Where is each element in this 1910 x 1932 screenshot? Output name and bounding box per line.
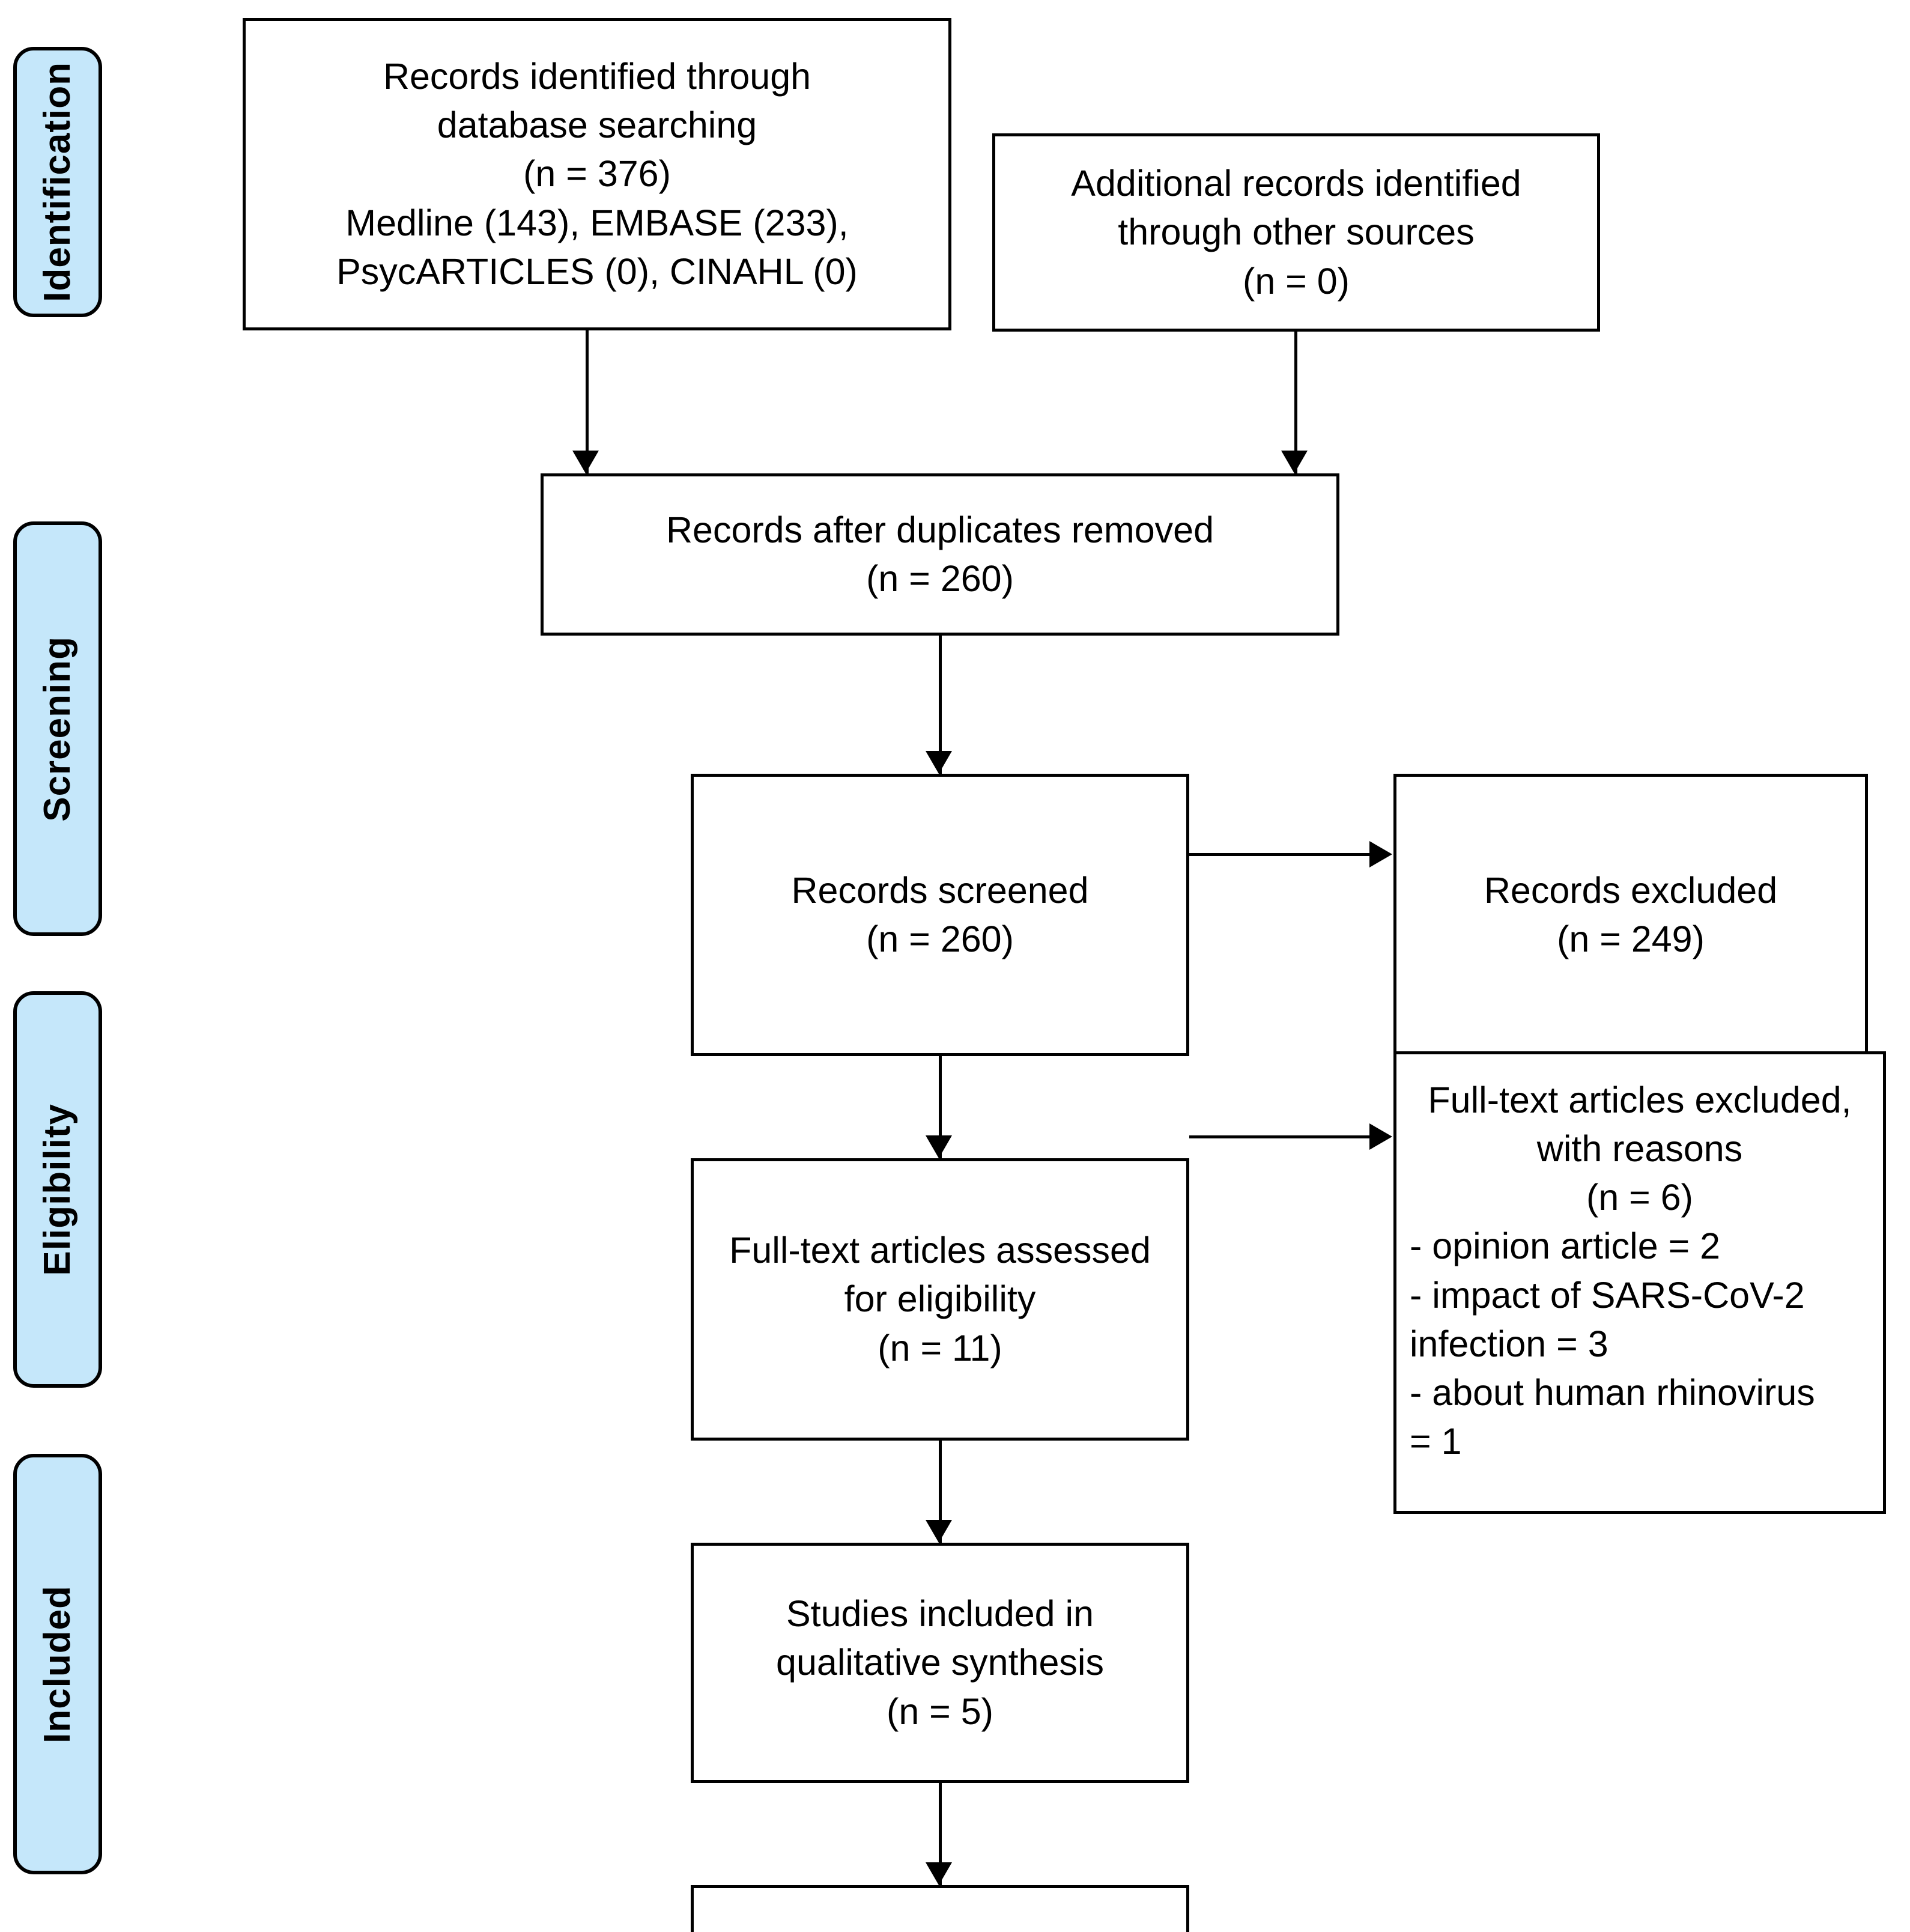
box-records-identified-text: Records identified through database sear… [336,56,858,292]
connector-additional-to-duplicates [1294,332,1297,473]
connector-screened-to-fulltext [939,1056,942,1158]
stage-pill-eligibility: Eligibility [13,991,102,1388]
arrowhead-fulltext-to-excluded [1369,1123,1392,1150]
box-fulltext-excluded: Full-text articles excluded, with reason… [1393,1051,1886,1514]
connector-fulltext-to-qualitative [939,1441,942,1543]
box-records-excluded-text: Records excluded (n = 249) [1484,869,1778,959]
box-records-excluded: Records excluded (n = 249) [1393,774,1868,1056]
box-fulltext-assessed: Full-text articles assessed for eligibil… [691,1158,1189,1441]
arrowhead-screened-to-excluded [1369,841,1392,867]
box-quantitative-synthesis: Studies included in quantitative synthes… [691,1885,1189,1932]
arrowhead-fulltext-to-qualitative [926,1520,952,1543]
box-records-identified: Records identified through database sear… [243,18,951,330]
connector-qualitative-to-quantitative [939,1783,942,1885]
box-fulltext-assessed-text: Full-text articles assessed for eligibil… [729,1230,1151,1368]
connector-fulltext-to-excluded [1189,1135,1369,1138]
box-records-screened: Records screened (n = 260) [691,774,1189,1056]
connector-screened-to-excluded [1189,853,1369,856]
stage-pill-identification: Identification [13,47,102,317]
box-additional-records: Additional records identified through ot… [992,133,1600,332]
stage-label-screening: Screening [37,636,78,822]
stage-label-eligibility: Eligibility [37,1103,78,1276]
box-duplicates-removed: Records after duplicates removed (n = 26… [541,473,1339,636]
stage-label-identification: Identification [37,62,78,302]
box-duplicates-removed-text: Records after duplicates removed (n = 26… [665,509,1214,599]
stage-label-included: Included [37,1585,78,1743]
stage-pill-screening: Screening [13,521,102,936]
box-records-screened-text: Records screened (n = 260) [791,869,1089,959]
box-qualitative-synthesis-text: Studies included in qualitative synthesi… [776,1593,1104,1732]
box-additional-records-text: Additional records identified through ot… [1071,163,1521,302]
arrowhead-screened-to-fulltext [926,1135,952,1158]
arrowhead-identified-to-duplicates [572,451,599,473]
arrowhead-additional-to-duplicates [1281,451,1308,473]
connector-duplicates-to-screened [939,636,942,774]
arrowhead-qualitative-to-quantitative [926,1862,952,1885]
box-fulltext-excluded-heading: Full-text articles excluded, with reason… [1428,1080,1852,1218]
arrowhead-duplicates-to-screened [926,751,952,774]
stage-pill-included: Included [13,1454,102,1874]
box-fulltext-excluded-reasons: - opinion article = 2 - impact of SARS-C… [1410,1226,1815,1462]
connector-identified-to-duplicates [586,330,589,473]
box-qualitative-synthesis: Studies included in qualitative synthesi… [691,1543,1189,1783]
box-quantitative-synthesis-text: Studies included in quantitative synthes… [765,1929,1115,1932]
